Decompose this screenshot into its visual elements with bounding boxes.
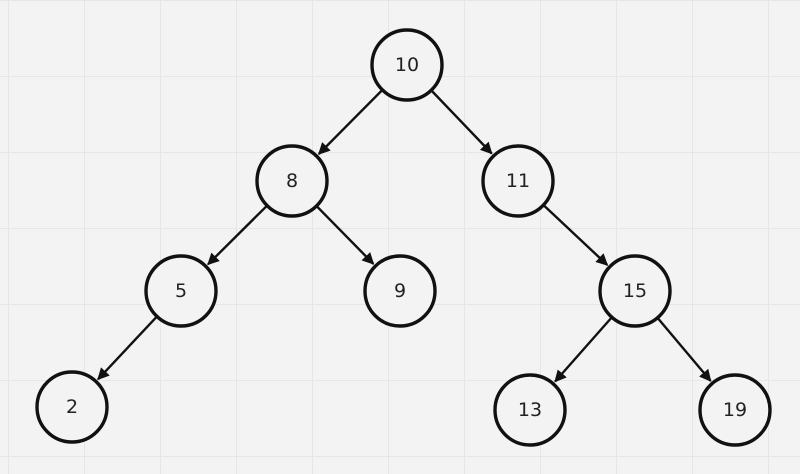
node-9-label: 9 <box>394 280 406 302</box>
node-15-label: 15 <box>623 280 647 302</box>
edge-10-to-11 <box>431 90 493 155</box>
edge-15-to-19 <box>657 317 712 382</box>
node-2-label: 2 <box>66 396 78 418</box>
node-10: 10 <box>370 28 444 102</box>
node-8-circle <box>255 144 329 218</box>
edge-10-to-8 <box>317 89 383 155</box>
node-9: 9 <box>363 254 437 328</box>
edges <box>97 89 712 383</box>
node-5-label: 5 <box>175 280 187 302</box>
node-13-circle <box>493 373 567 447</box>
node-8-label: 8 <box>286 170 298 192</box>
node-10-circle <box>370 28 444 102</box>
node-2: 2 <box>35 370 109 444</box>
edge-15-to-13 <box>554 317 613 383</box>
node-11: 11 <box>481 144 555 218</box>
node-5: 5 <box>144 254 218 328</box>
node-11-label: 11 <box>506 170 530 192</box>
nodes: 10 8 11 5 9 15 2 13 <box>35 28 772 447</box>
edge-11-to-15 <box>543 204 609 266</box>
node-2-circle <box>35 370 109 444</box>
edge-8-to-9 <box>316 205 375 265</box>
edge-8-to-5 <box>207 205 268 266</box>
node-5-circle <box>144 254 218 328</box>
node-15-circle <box>598 254 672 328</box>
node-13: 13 <box>493 373 567 447</box>
node-19: 19 <box>698 373 772 447</box>
node-13-label: 13 <box>518 399 542 421</box>
node-19-circle <box>698 373 772 447</box>
edge-5-to-2 <box>97 316 158 381</box>
node-11-circle <box>481 144 555 218</box>
node-9-circle <box>363 254 437 328</box>
node-10-label: 10 <box>395 54 419 76</box>
node-19-label: 19 <box>723 399 747 421</box>
node-8: 8 <box>255 144 329 218</box>
node-15: 15 <box>598 254 672 328</box>
